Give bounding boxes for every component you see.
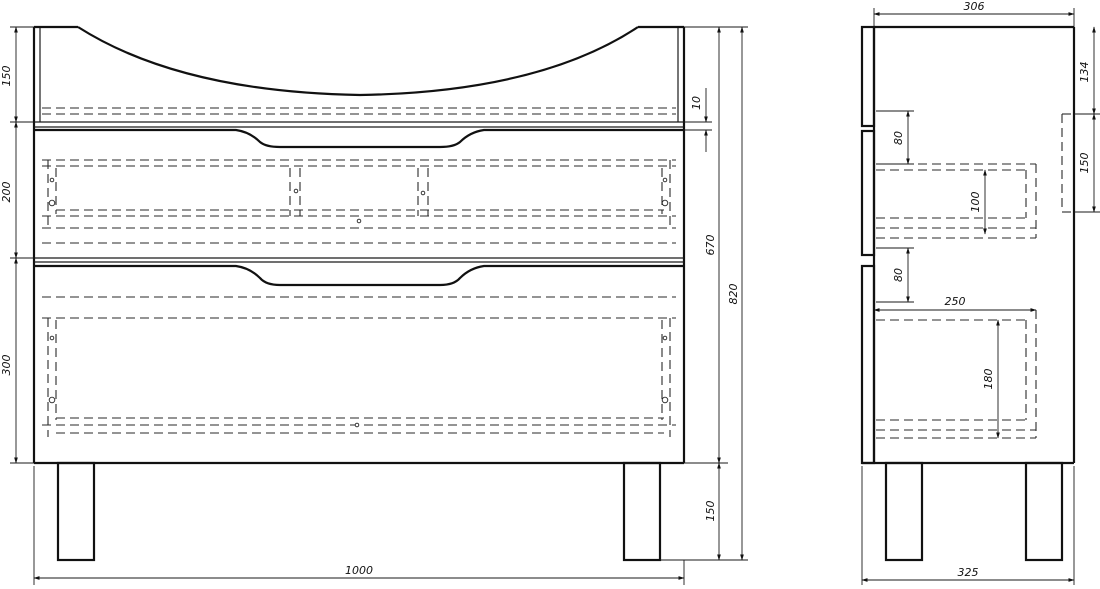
screw-hole: [661, 199, 669, 207]
screw-hole: [49, 177, 55, 183]
dim-total-height: 820: [727, 284, 740, 305]
dim-upper-drawer-inner: 100: [969, 192, 982, 213]
screw-hole: [354, 422, 360, 428]
screw-hole: [662, 177, 668, 183]
dim-gap: 10: [690, 96, 703, 110]
screw-hole: [48, 396, 56, 404]
dim-top-offset: 134: [1078, 62, 1091, 83]
dim-recess-lower: 80: [892, 268, 905, 282]
screw-hole: [661, 396, 669, 404]
dim-drawer-lower: 300: [0, 355, 13, 376]
side-view: [860, 25, 1076, 562]
screw-hole: [356, 218, 362, 224]
screw-hole: [293, 188, 299, 194]
dim-top-depth: 306: [964, 0, 985, 13]
dim-legs: 150: [704, 501, 717, 522]
front-view: [32, 25, 686, 562]
side-top-panel: [860, 25, 876, 128]
front-leg-left: [56, 461, 96, 562]
screw-hole: [48, 199, 56, 207]
side-dimensions: 306 325 134 150 80 100 80 250 180: [861, 0, 1100, 585]
front-dimensions: 150 200 300 10 670 150 820 1000: [0, 26, 748, 585]
lower-drawer-front: [34, 264, 684, 287]
side-leg-back: [1024, 461, 1064, 562]
screw-hole: [662, 335, 668, 341]
screw-hole: [420, 190, 426, 196]
basin-curve: [77, 26, 639, 97]
dim-top-section: 150: [0, 66, 13, 87]
dim-width: 1000: [345, 564, 373, 577]
side-lower-drawer-panel: [860, 264, 876, 465]
upper-drawer-front: [34, 128, 684, 149]
side-leg-front: [884, 461, 924, 562]
front-leg-right: [622, 461, 662, 562]
dim-lower-drawer-depth: 250: [945, 295, 966, 308]
dim-drawer-upper: 200: [0, 182, 13, 203]
dim-back-opening: 150: [1078, 153, 1091, 174]
screw-hole: [49, 335, 55, 341]
dim-body-height: 670: [704, 235, 717, 256]
side-upper-drawer-panel: [860, 129, 876, 257]
dim-bottom-depth: 325: [958, 566, 979, 579]
dim-lower-drawer-inner: 180: [982, 369, 995, 390]
dim-recess-upper: 80: [892, 131, 905, 145]
